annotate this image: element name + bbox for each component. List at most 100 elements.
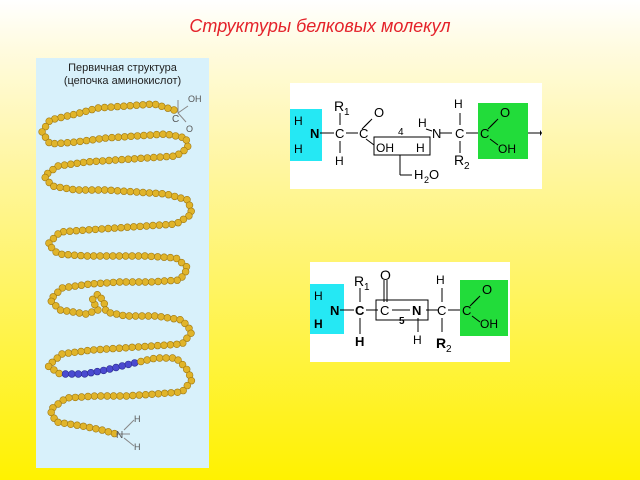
amino-acid-bead xyxy=(141,278,150,286)
amino-acid-bead xyxy=(187,377,196,385)
svg-text:N: N xyxy=(432,126,441,141)
amino-acid-bead xyxy=(82,107,90,115)
amino-acid-bead xyxy=(157,102,166,110)
amino-acid-bead xyxy=(92,157,100,166)
amino-acid-bead xyxy=(54,162,62,170)
bond-number-5: 5 xyxy=(399,316,405,327)
svg-text:C: C xyxy=(380,303,389,318)
amino-acid-bead xyxy=(161,221,170,229)
amino-acid-bead xyxy=(77,251,85,260)
bond-number-4: 4 xyxy=(398,127,404,138)
caption-line1: Первичная структура xyxy=(68,62,177,74)
amino-acid-bead xyxy=(53,354,61,362)
amino-acid-bead xyxy=(76,137,84,146)
amino-acid-bead-highlighted xyxy=(68,370,76,378)
svg-text:H: H xyxy=(418,116,427,130)
slide-title: Структуры белковых молекул xyxy=(189,16,451,36)
amino-acid-bead xyxy=(91,225,100,234)
amino-acid-bead xyxy=(111,156,120,164)
amino-acid-bead xyxy=(181,319,189,328)
water-h: H xyxy=(414,167,423,182)
amino-acid-bead xyxy=(88,186,96,194)
amino-acid-bead xyxy=(41,122,50,131)
amino-acid-bead xyxy=(178,360,187,369)
amino-acid-bead xyxy=(72,227,80,235)
amino-acid-bead xyxy=(90,346,98,354)
amino-acid-bead xyxy=(167,389,175,397)
amino-acid-bead xyxy=(120,133,129,141)
svg-text:O: O xyxy=(482,282,492,297)
amino-acid-bead xyxy=(114,133,123,141)
amino-acid-bead xyxy=(113,187,122,195)
amino-acid-bead xyxy=(70,138,78,146)
svg-text:OH: OH xyxy=(480,317,498,331)
amino-acid-bead xyxy=(166,341,175,349)
amino-acid-bead xyxy=(169,152,177,160)
amino-acid-bead xyxy=(187,329,195,337)
amino-acid-bead xyxy=(105,156,113,165)
amino-acid-bead xyxy=(101,134,110,142)
amino-acid-bead xyxy=(129,223,138,231)
amino-acid-bead xyxy=(164,104,172,112)
amino-acid-bead xyxy=(146,131,154,139)
amino-acid-bead xyxy=(108,133,116,142)
amino-acid-bead xyxy=(174,219,182,227)
carboxyl-group-highlight xyxy=(478,103,528,159)
amino-acid-bead-highlighted xyxy=(80,370,89,378)
amino-acid-bead xyxy=(54,230,62,238)
amino-acid-bead xyxy=(63,307,71,315)
amino-acid-bead xyxy=(128,343,136,351)
svg-text:2: 2 xyxy=(464,161,470,172)
amino-acid-bead xyxy=(109,344,117,353)
amino-acid-bead xyxy=(75,186,83,194)
amino-acid-bead xyxy=(106,309,115,317)
amino-acid-bead xyxy=(155,221,164,229)
amino-acid-bead xyxy=(58,284,67,292)
amino-acid-bead xyxy=(63,138,72,147)
amino-acid-bead-highlighted xyxy=(99,366,108,375)
amino-acid-bead xyxy=(58,350,66,358)
amino-n: N xyxy=(310,126,319,141)
amino-acid-bead xyxy=(151,312,159,320)
svg-text:H: H xyxy=(314,317,323,331)
amino-acid-bead xyxy=(185,201,194,209)
svg-text:C: C xyxy=(355,303,365,318)
amino-acid-bead xyxy=(170,315,178,323)
amino-acid-bead xyxy=(64,251,72,259)
amino-acid-bead xyxy=(79,158,88,167)
amino-acid-bead xyxy=(116,392,124,400)
amino-acid-bead xyxy=(57,139,65,147)
amino-acid-bead xyxy=(145,189,154,197)
amino-acid-bead xyxy=(63,112,71,120)
amino-acid-bead xyxy=(143,154,152,162)
amino-acid-bead xyxy=(90,280,98,288)
amino-acid-bead xyxy=(157,313,165,321)
amino-acid-bead xyxy=(145,100,154,108)
amino-acid-bead xyxy=(67,160,75,168)
svg-text:N: N xyxy=(412,303,421,318)
amino-group-highlight xyxy=(310,284,344,334)
amino-acid-bead xyxy=(131,312,140,320)
svg-text:C: C xyxy=(359,126,368,141)
amino-acid-bead xyxy=(113,102,122,111)
amino-acid-bead xyxy=(50,182,58,191)
amino-acid-bead xyxy=(47,243,56,252)
amino-acid-bead xyxy=(152,189,160,198)
amino-acid-bead xyxy=(57,113,65,122)
amino-acid-bead xyxy=(118,155,126,164)
svg-text:OH: OH xyxy=(498,142,516,156)
amino-acid-bead xyxy=(70,348,79,356)
amino-acid-bead xyxy=(81,186,90,194)
r2-label: R xyxy=(436,335,446,351)
cooh-c-label: C xyxy=(172,114,179,125)
amino-acid-bead xyxy=(49,165,57,174)
amino-acid-bead xyxy=(71,393,79,402)
amino-acid-bead xyxy=(77,393,86,401)
amino-acid-bead xyxy=(158,190,166,198)
amino-acid-bead xyxy=(163,314,172,322)
amino-acid-bead-highlighted xyxy=(130,359,139,367)
amino-acid-bead xyxy=(174,356,182,364)
svg-text:2: 2 xyxy=(424,175,429,185)
amino-acid-bead xyxy=(100,103,109,112)
amino-acid-bead xyxy=(88,308,96,316)
